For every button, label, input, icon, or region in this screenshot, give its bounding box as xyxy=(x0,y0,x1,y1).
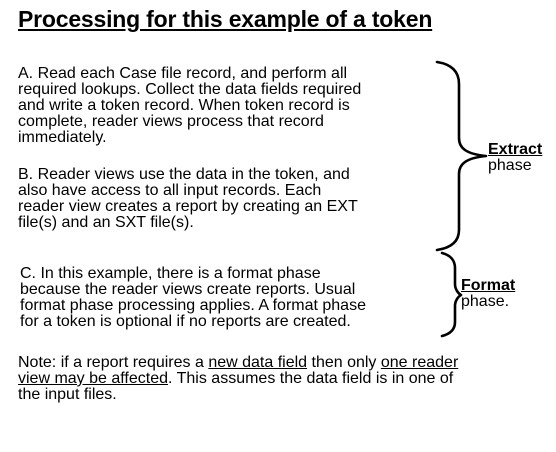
paragraph-line: immediately. xyxy=(18,129,107,146)
note-text: Note: if a report requires a xyxy=(18,354,209,371)
extract-phase-word: phase xyxy=(488,157,532,174)
note-text: . This assumes the data field is in one … xyxy=(168,370,454,387)
paragraph-line: complete, reader views process that reco… xyxy=(18,113,324,130)
extract-phase-name: Extract xyxy=(488,141,543,158)
page-title: Processing for this example of a token xyxy=(18,6,433,32)
paragraph-line: format phase processing applies. A forma… xyxy=(20,297,366,314)
format-brace xyxy=(440,251,463,338)
note-underlined-one-reader: one reader xyxy=(380,354,459,371)
paragraph-line: also have access to all input records. E… xyxy=(18,182,322,199)
paragraph-c: C. In this example, there is a format ph… xyxy=(20,266,366,330)
note-paragraph: Note: if a report requires a new data fi… xyxy=(18,355,458,403)
extract-brace xyxy=(435,60,488,252)
paragraph-a: A. Read each Case file record, and perfo… xyxy=(18,66,361,146)
note-line-1: Note: if a report requires a new data fi… xyxy=(18,355,458,371)
paragraph-line: reader view creates a report by creating… xyxy=(18,198,358,215)
paragraph-line: required lookups. Collect the data field… xyxy=(18,81,362,98)
format-phase-word: phase. xyxy=(461,293,510,310)
note-underlined-new-data-field: new data field xyxy=(208,354,308,371)
note-line-2: view may be affected. This assumes the d… xyxy=(18,371,458,387)
format-phase-label: Format phase. xyxy=(461,278,515,310)
paragraph-line: B. Reader views use the data in the toke… xyxy=(18,166,350,183)
paragraph-line: C. In this example, there is a format ph… xyxy=(20,265,321,282)
paragraph-line: and write a token record. When token rec… xyxy=(18,97,350,114)
note-text: then only xyxy=(307,354,381,371)
format-phase-name: Format xyxy=(461,277,516,294)
paragraph-line: because the reader views create reports.… xyxy=(20,281,356,298)
paragraph-line: for a token is optional if no reports ar… xyxy=(20,313,351,330)
note-underlined-view-affected: view may be affected xyxy=(18,370,169,387)
note-line-3: the input files. xyxy=(18,386,117,403)
paragraph-b: B. Reader views use the data in the toke… xyxy=(18,167,358,231)
paragraph-line: file(s) and an SXT file(s). xyxy=(18,214,194,231)
extract-phase-label: Extract phase xyxy=(488,142,542,174)
paragraph-line: A. Read each Case file record, and perfo… xyxy=(18,65,348,82)
